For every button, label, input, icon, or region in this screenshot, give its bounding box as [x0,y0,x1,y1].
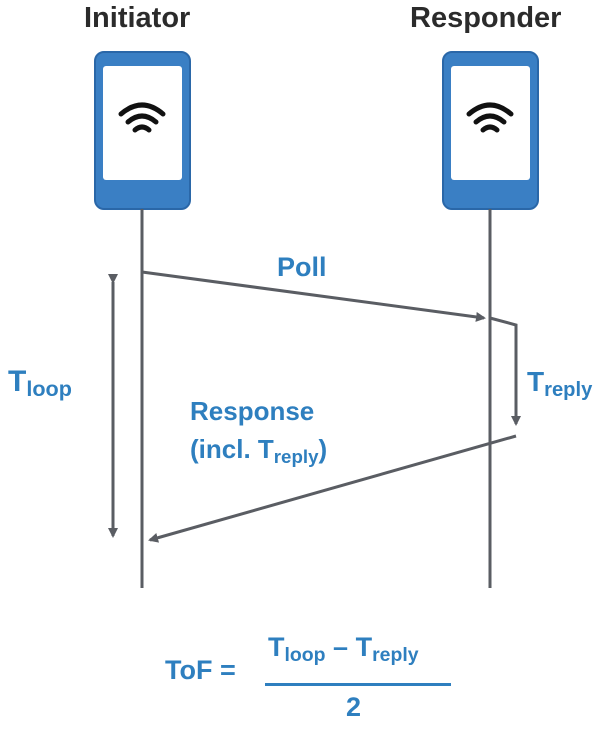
response-label: Response [190,396,315,426]
poll-arrow [141,270,486,322]
initiator-wifi-icon [118,102,166,133]
response-arrow [148,434,517,543]
tof-formula-lhs: ToF = [165,655,236,685]
responder-device-icon [442,51,539,210]
fraction-bar [265,683,451,686]
initiator-device-icon [94,51,191,210]
tof-formula-denominator: 2 [346,692,362,722]
responder-label: Responder [410,2,562,34]
poll-label: Poll [277,252,327,282]
response-detail-label: (incl. Treply) [190,434,328,467]
reply-bracket [489,316,521,426]
tof-formula-numerator: Tloop – Treply [268,632,419,666]
initiator-label: Initiator [84,2,191,34]
reply-time-label: Treply [527,366,593,402]
loop-time-label: Tloop [8,365,72,402]
responder-wifi-icon [466,102,514,133]
